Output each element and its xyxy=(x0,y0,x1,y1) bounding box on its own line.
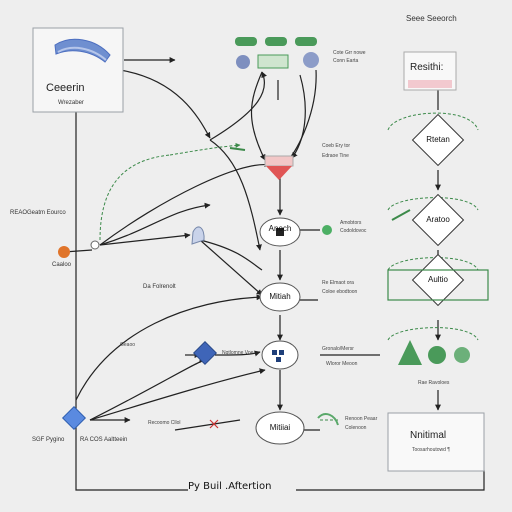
right-top-box-pink xyxy=(408,80,452,88)
label-a1: Amobtors xyxy=(340,220,362,226)
label-da: Da Folrenolt xyxy=(143,284,176,290)
right-top-box-title: Resithi: xyxy=(410,62,444,73)
blue-diamond-1 xyxy=(192,340,218,366)
label-r3: Gronalo/Mersr xyxy=(322,346,354,352)
blue-diamond-2 xyxy=(61,405,87,431)
label-r4b: Colenoon xyxy=(345,425,367,431)
label-mid-r: Ngtlomne Voe xyxy=(222,350,254,356)
node-oval-2[interactable] xyxy=(259,282,301,312)
label-top-small2: Conn Earta xyxy=(333,58,359,64)
label-r4: Renoon Peaar xyxy=(345,416,378,422)
label-rr: Geaoo xyxy=(120,342,136,348)
node-label-r1: Rtetan xyxy=(426,135,450,144)
label-sgf: SGF Pygino xyxy=(32,437,65,443)
label-racos: RA COS Aaltteein xyxy=(80,437,128,443)
node-label-n3: Mitiiai xyxy=(269,423,291,432)
label-caaloo: Caaloo xyxy=(52,262,72,268)
node-label-n2: Mitiah xyxy=(269,292,291,301)
green-dashed-links xyxy=(99,112,479,421)
orange-dot xyxy=(58,246,70,258)
label-r3b: Wloror Meoon xyxy=(326,361,358,367)
right-bottom-box-title: Nnitimal xyxy=(410,430,447,441)
small-glyphs xyxy=(90,226,339,429)
puzzle-icon xyxy=(272,228,284,362)
red-triangle-node xyxy=(229,147,294,180)
bottom-label: Py Buil .Aftertion xyxy=(188,481,272,492)
right-diamonds xyxy=(411,113,465,307)
top-green-pills xyxy=(235,37,319,69)
green-cluster xyxy=(387,209,489,365)
label-ebr2: Edraoe Tine xyxy=(322,153,349,159)
right-bottom-box xyxy=(387,412,485,472)
label-rs2: Coloe ebodtoon xyxy=(322,289,358,295)
left-box-title: Ceeerin xyxy=(46,82,85,94)
label-lo2: Rae Ravoloes xyxy=(418,380,450,386)
right-bottom-box-caption: Toosarhoutowd ¶ xyxy=(412,447,450,453)
green-dot xyxy=(322,225,332,235)
left-box-caption: Wrezaber xyxy=(58,100,84,106)
node-label-r3: Aultio xyxy=(427,275,448,284)
top-right-title: Seee Seeorch xyxy=(406,14,457,23)
label-a2: Codoldovoc xyxy=(340,228,367,234)
book-icon xyxy=(54,38,111,63)
node-label-r2: Aratoo xyxy=(426,215,450,224)
connector-lines xyxy=(63,57,485,491)
label-reao: REAOGeatm Eourco xyxy=(10,210,66,216)
node-oval-4[interactable] xyxy=(255,411,305,445)
label-ebr: Coeb Ery tor xyxy=(322,143,351,149)
label-rs: Re Elmaot ora xyxy=(322,280,354,286)
node-label-n1: Anoch xyxy=(268,224,292,233)
label-lo: Recoomo Cllol xyxy=(148,420,181,426)
label-top-small: Cote Grr nowe xyxy=(333,50,366,56)
